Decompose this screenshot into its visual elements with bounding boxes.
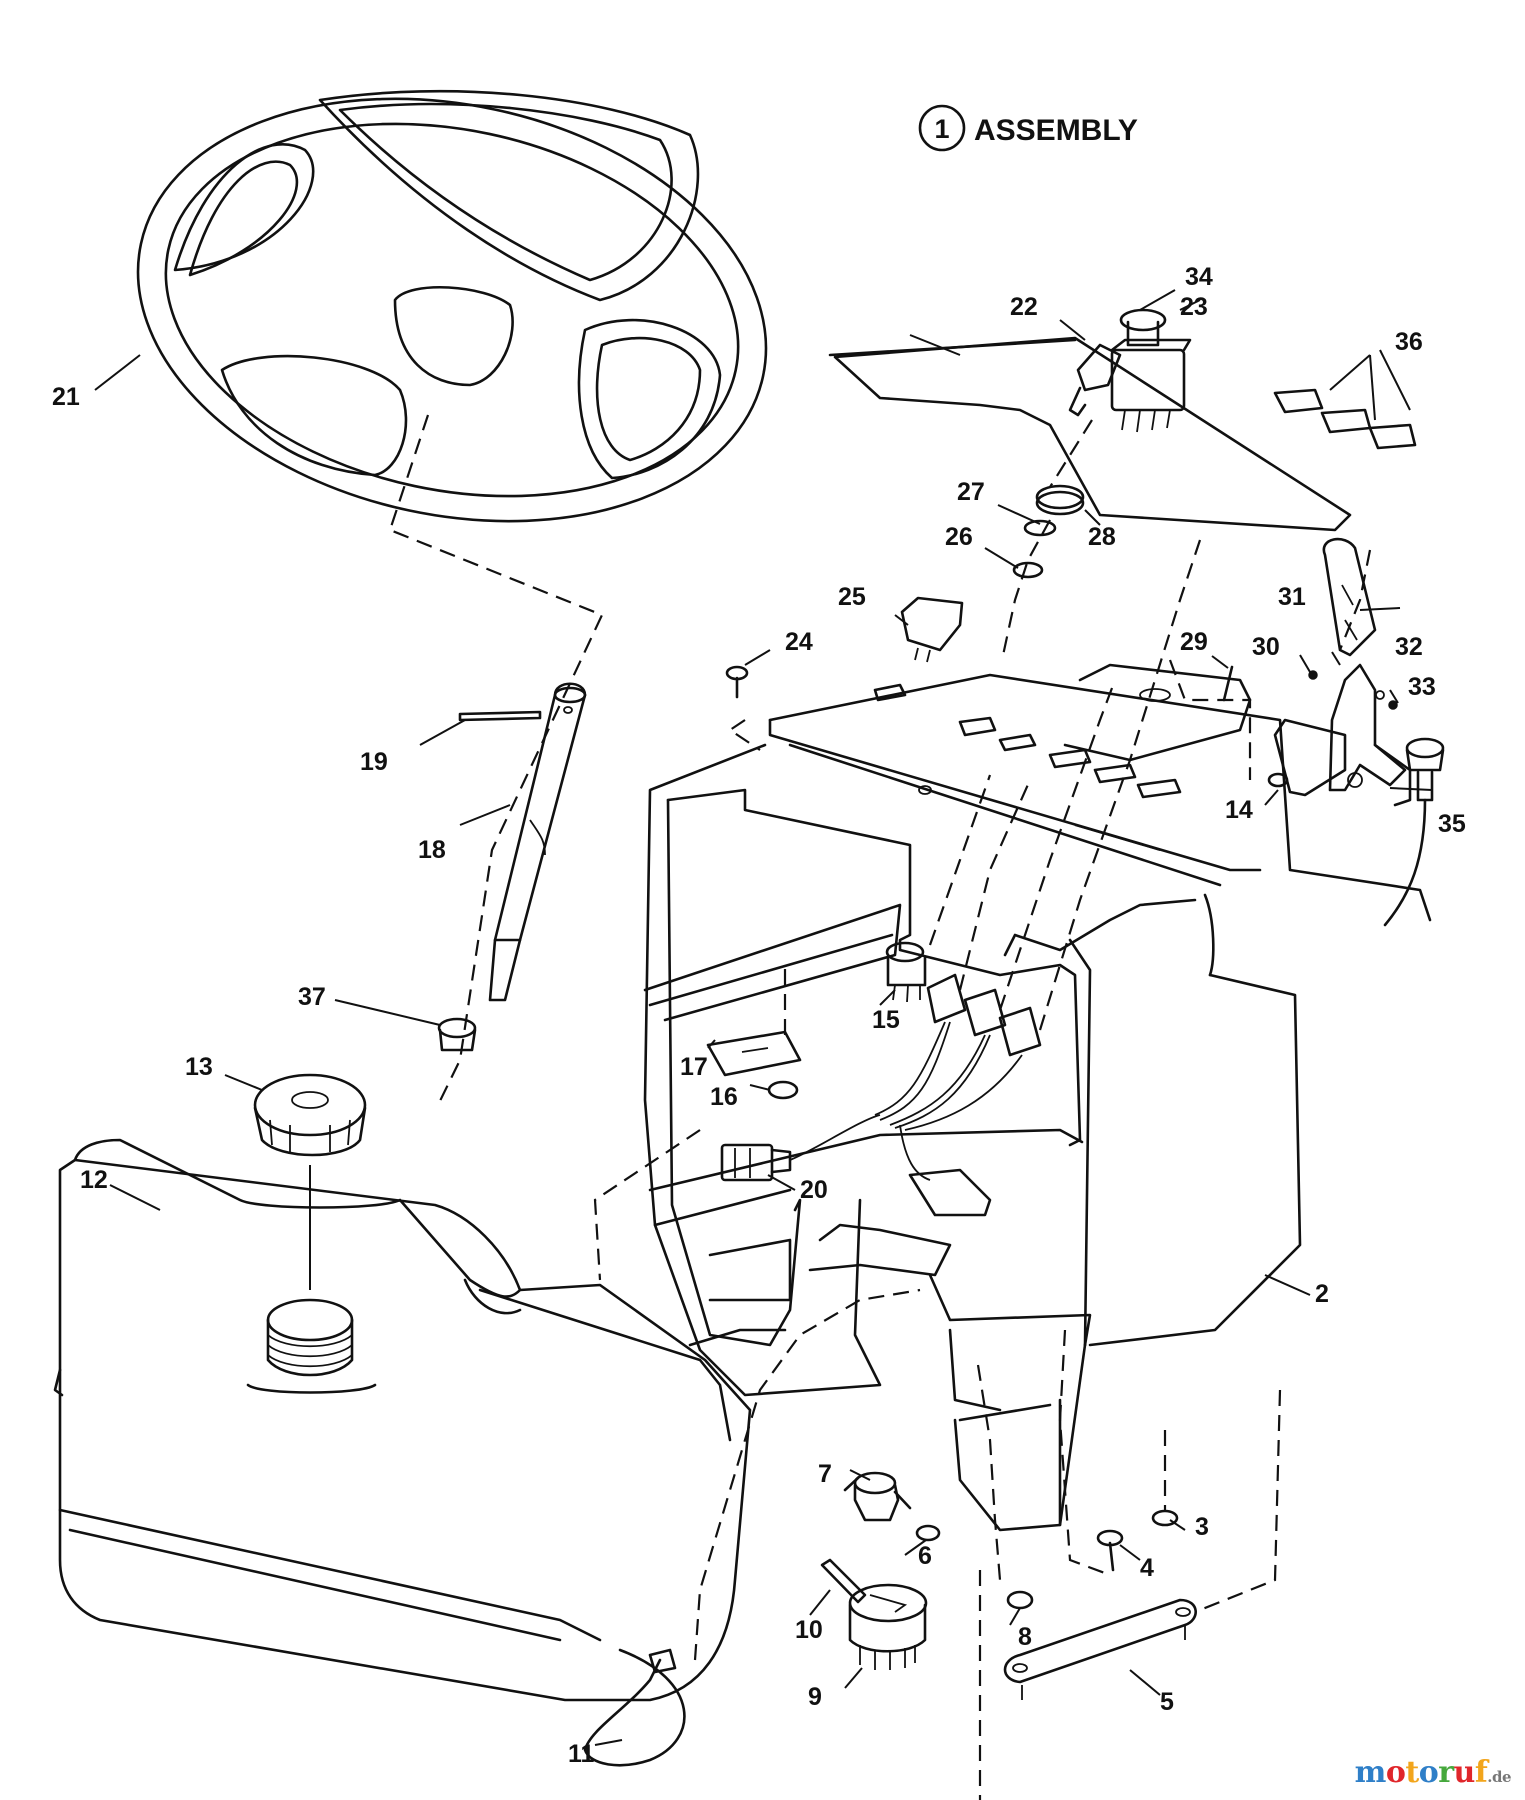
callout-37: 37	[298, 983, 326, 1011]
harness-plug	[720, 1114, 881, 1182]
callout-36: 36	[1395, 328, 1423, 356]
panel-plate	[828, 336, 1352, 532]
callout-7: 7	[818, 1460, 832, 1488]
ball-30	[1308, 670, 1318, 680]
callout-6: 6	[918, 1542, 932, 1570]
callout-19: 19	[360, 748, 388, 776]
callout-33: 33	[1408, 673, 1436, 701]
callout-34: 34	[1185, 263, 1213, 291]
callout-32: 32	[1395, 633, 1423, 661]
callout-16: 16	[710, 1083, 738, 1111]
dash-housing	[643, 663, 1432, 1532]
washer-3	[1151, 1509, 1179, 1527]
callout-5: 5	[1160, 1688, 1174, 1716]
leader-lines	[94, 289, 1433, 1746]
lever-handle	[1322, 537, 1377, 657]
watermark-letter-o2: o	[1418, 1755, 1439, 1790]
nut-8	[1006, 1590, 1034, 1610]
nut-washer-stack	[1012, 484, 1085, 579]
strap-5	[1003, 1598, 1197, 1700]
callout-15: 15	[872, 1006, 900, 1034]
connector-9	[848, 1583, 928, 1670]
ball-33	[1388, 700, 1398, 710]
bushing	[437, 1017, 477, 1052]
roll-pin	[458, 710, 542, 722]
callout-24: 24	[785, 628, 813, 656]
callout-27: 27	[957, 478, 985, 506]
button-caps	[1273, 388, 1417, 450]
watermark-letter-o1: o	[1385, 1755, 1406, 1790]
callout-10: 10	[795, 1616, 823, 1644]
fuel-cap	[253, 1073, 367, 1157]
choke-knob	[1383, 737, 1445, 927]
steering-shaft	[488, 682, 587, 1002]
assembly-title: 1 ASSEMBLY	[918, 104, 1138, 152]
callout-31: 31	[1278, 583, 1306, 611]
callout-labels: 2 3 4 5 6 7 8 9 10 11 12 13 14 15 16 17 …	[52, 263, 1466, 1768]
callout-18: 18	[418, 836, 446, 864]
callout-14: 14	[1225, 796, 1253, 824]
callout-28: 28	[1088, 523, 1116, 551]
grommet-16	[767, 1080, 799, 1100]
callout-21: 21	[52, 383, 80, 411]
watermark-letter-m: m	[1354, 1755, 1387, 1790]
watermark-logo: motoruf.de	[1354, 1755, 1512, 1790]
callout-8: 8	[1018, 1623, 1032, 1651]
fuel-tank	[53, 1138, 752, 1702]
pin-10	[820, 1558, 867, 1604]
assembly-label: ASSEMBLY	[974, 114, 1138, 147]
bolt-4	[1096, 1529, 1124, 1572]
watermark-letter-r: r	[1438, 1755, 1454, 1790]
screw-24	[725, 665, 749, 699]
screw-29	[1222, 665, 1234, 702]
watermark-tld: .de	[1487, 1768, 1511, 1786]
watermark-letter-t: t	[1405, 1755, 1419, 1790]
wire-harness	[874, 539, 1202, 1217]
steering-wheel	[136, 89, 768, 523]
callout-22: 22	[1010, 293, 1038, 321]
callout-11: 11	[568, 1740, 595, 1768]
callout-29: 29	[1180, 628, 1208, 656]
washer-14	[1267, 772, 1289, 788]
callout-35: 35	[1438, 810, 1466, 838]
callout-9: 9	[808, 1683, 822, 1711]
ledge-slots	[873, 683, 1182, 799]
callout-12: 12	[80, 1166, 108, 1194]
callout-30: 30	[1252, 633, 1280, 661]
callout-3: 3	[1195, 1513, 1209, 1541]
assembly-number-circle	[918, 104, 966, 152]
ignition-switch-body	[885, 941, 927, 1003]
seat-sensor	[843, 1471, 912, 1522]
assembly-number: 1	[934, 114, 949, 144]
ignition-key	[1068, 343, 1122, 417]
watermark-letter-u: u	[1453, 1755, 1476, 1790]
callout-2: 2	[1315, 1280, 1329, 1308]
callout-13: 13	[185, 1053, 213, 1081]
callout-4: 4	[1140, 1554, 1154, 1582]
ignition-switch	[1110, 308, 1192, 433]
callout-17: 17	[680, 1053, 708, 1081]
watermark-letter-f: f	[1474, 1755, 1488, 1790]
callout-23: 23	[1180, 293, 1208, 321]
throttle-assembly	[1273, 663, 1412, 807]
callout-20: 20	[800, 1176, 828, 1204]
callout-25: 25	[838, 583, 866, 611]
cover-plate	[706, 1030, 802, 1077]
rocker-switch	[900, 596, 964, 663]
callout-26: 26	[945, 523, 973, 551]
nut-6	[915, 1524, 941, 1542]
fuel-sender-wire	[583, 1648, 686, 1767]
